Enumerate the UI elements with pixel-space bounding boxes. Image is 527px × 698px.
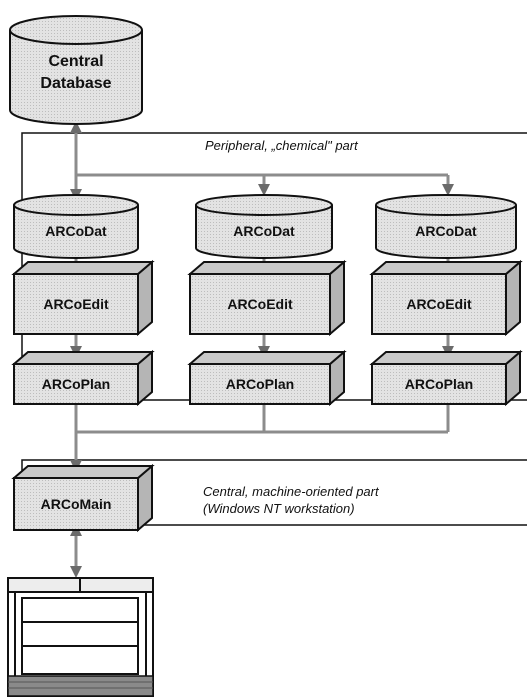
arcoedit-label-2: ARCoEdit [227,296,293,312]
arcodat-cylinder-3: ARCoDat [375,194,517,259]
column-3: ARCoDat ARCoEdit ARCoPlan [369,194,523,407]
instrument-machine-icon [7,577,154,697]
arcomain-label: ARCoMain [41,496,112,512]
arcodat-label-2: ARCoDat [233,223,295,239]
arcomain-box: ARCoMain [11,463,155,533]
central-part-label-line2: (Windows NT workstation) [203,501,355,516]
central-database-label-line2: Database [40,75,111,92]
column-2: ARCoDat ARCoEdit ARCoPlan [187,194,347,407]
central-part-label-line1: Central, machine-oriented part [203,484,380,499]
arcoedit-box-3: ARCoEdit [369,259,523,337]
central-database-label-line1: Central [48,53,103,70]
arcodat-label-1: ARCoDat [45,223,107,239]
column-1: ARCoDat ARCoEdit ARCoPlan [11,194,155,407]
arcodat-cylinder-1: ARCoDat [13,194,139,259]
central-database-cylinder: Central Database [9,15,143,125]
arcodat-label-3: ARCoDat [415,223,477,239]
arcoplan-box-3: ARCoPlan [369,349,523,407]
arcoplan-box-1: ARCoPlan [11,349,155,407]
arcoedit-box-2: ARCoEdit [187,259,347,337]
arcodat-cylinder-2: ARCoDat [195,194,333,259]
arcoedit-label-1: ARCoEdit [43,296,109,312]
arcoplan-label-1: ARCoPlan [42,376,110,392]
arcoplan-label-3: ARCoPlan [405,376,473,392]
arcoedit-box-1: ARCoEdit [11,259,155,337]
arcoplan-box-2: ARCoPlan [187,349,347,407]
peripheral-part-label: Peripheral, „chemical" part [205,138,359,153]
connectors [70,121,454,578]
arcoplan-label-2: ARCoPlan [226,376,294,392]
arcoedit-label-3: ARCoEdit [406,296,472,312]
